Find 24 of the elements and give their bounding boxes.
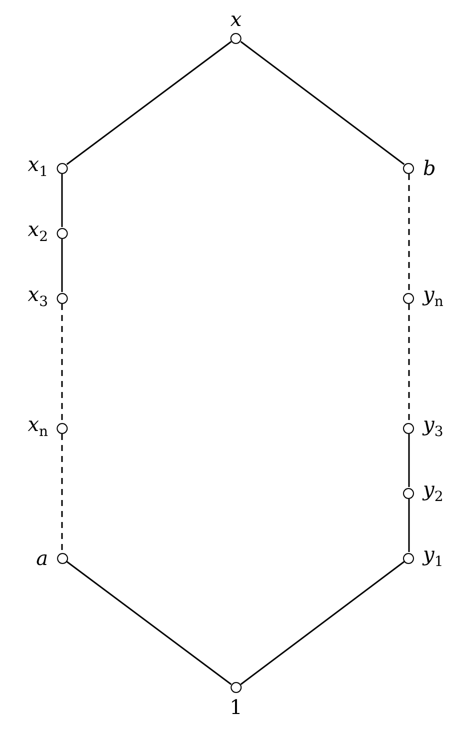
vertex-label: y$_{3}$: [423, 413, 444, 442]
vertex-label: x$_{3}$: [28, 283, 48, 312]
line: [61, 174, 63, 227]
line: [240, 41, 405, 165]
vertex-label: x$_{n}$: [28, 413, 48, 442]
vertex-label: a: [36, 547, 48, 569]
line: [408, 499, 410, 552]
dashed-line: [61, 304, 63, 422]
vertex-label: x: [230, 8, 242, 30]
line: [61, 239, 63, 292]
vertex-label: x$_{1}$: [28, 153, 48, 182]
vertex-label: y$_{2}$: [423, 478, 444, 507]
line: [408, 434, 410, 487]
vertex-label: y$_{n}$: [423, 283, 444, 312]
line: [240, 561, 405, 685]
line: [66, 560, 232, 686]
vertex-label: y$_{1}$: [423, 543, 444, 572]
vertex-label: x$_{2}$: [28, 218, 48, 247]
vertex-label: b: [423, 157, 436, 179]
dashed-line: [61, 434, 63, 552]
line: [66, 40, 232, 166]
dashed-line: [408, 304, 410, 422]
vertex-label: 1: [230, 696, 242, 718]
dashed-line: [408, 174, 410, 292]
